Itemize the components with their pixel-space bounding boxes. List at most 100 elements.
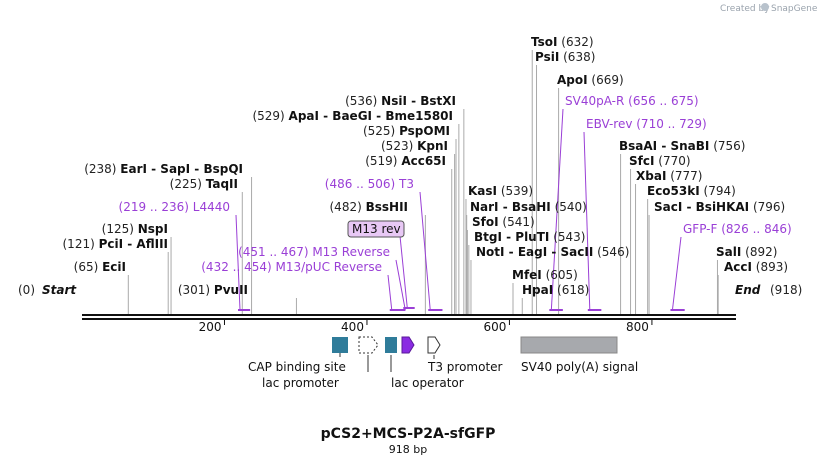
start-name: Start bbox=[42, 283, 77, 297]
site-name: NarI - BsaHI bbox=[470, 200, 551, 214]
primer-label-m13puc[interactable]: (432 .. 454) M13/pUC Reverse bbox=[201, 260, 382, 274]
site-position: (540) bbox=[551, 200, 587, 214]
primer-label-t3[interactable]: (486 .. 506) T3 bbox=[325, 177, 414, 191]
site-text: AccI (893) bbox=[724, 260, 788, 274]
site-text: (525) PspOMI bbox=[363, 124, 450, 138]
site-label-pcii[interactable]: (121) PciI - AflIII bbox=[63, 237, 169, 251]
site-position: (529) bbox=[252, 109, 288, 123]
site-name: PsiI bbox=[535, 50, 559, 64]
primer-label-sv40pa[interactable]: SV40pA-R (656 .. 675) bbox=[565, 94, 699, 108]
primer-marks bbox=[235, 108, 685, 311]
site-text: KasI (539) bbox=[468, 184, 533, 198]
site-position: (523) bbox=[381, 139, 417, 153]
primer-text: (451 .. 467) M13 Reverse bbox=[238, 245, 390, 259]
site-name: SacI - BsiHKAI bbox=[654, 200, 749, 214]
backbone bbox=[82, 314, 736, 320]
site-label-noti[interactable]: NotI - EagI - SacII (546) bbox=[476, 245, 629, 259]
primer-arrow-icon bbox=[401, 336, 415, 354]
primer-range: (710 .. 729) bbox=[632, 117, 706, 131]
site-label-btgi[interactable]: BtgI - PluTI (543) bbox=[474, 230, 585, 244]
primer-line-sv40pa bbox=[550, 108, 564, 311]
site-position: (605) bbox=[542, 268, 578, 282]
site-label-sfoi[interactable]: SfoI (541) bbox=[472, 215, 535, 229]
site-label-taqii[interactable]: (225) TaqII bbox=[170, 177, 238, 191]
site-name: Eco53kI bbox=[647, 184, 700, 198]
site-label-eco53ki[interactable]: Eco53kI (794) bbox=[647, 184, 736, 198]
primer-label-ebv[interactable]: EBV-rev (710 .. 729) bbox=[586, 117, 707, 131]
site-text: (225) TaqII bbox=[170, 177, 238, 191]
primer-label-l4440[interactable]: (219 .. 236) L4440 bbox=[119, 200, 230, 214]
site-text: (529) ApaI - BaeGI - Bme1580I bbox=[252, 109, 453, 123]
primer-range: (432 .. 454) bbox=[201, 260, 275, 274]
primer-label-m13r[interactable]: M13 rev bbox=[347, 220, 405, 238]
primer-line-m13r bbox=[399, 235, 408, 309]
site-label-nari[interactable]: NarI - BsaHI (540) bbox=[470, 200, 587, 214]
site-position: (669) bbox=[588, 73, 624, 87]
site-label-psii[interactable]: PsiI (638) bbox=[535, 50, 595, 64]
primer-name: M13/pUC Reverse bbox=[276, 260, 383, 274]
site-text: TsoI (632) bbox=[531, 35, 594, 49]
feature-label-sv40: SV40 poly(A) signal bbox=[521, 360, 638, 374]
site-name: EciI bbox=[102, 260, 126, 274]
site-label-sfci[interactable]: SfcI (770) bbox=[629, 154, 691, 168]
site-label-acc65i[interactable]: (519) Acc65I bbox=[365, 154, 446, 168]
site-label-bsshii[interactable]: (482) BssHII bbox=[330, 200, 409, 214]
site-label-hpai[interactable]: HpaI (618) bbox=[522, 283, 589, 297]
site-text: SacI - BsiHKAI (796) bbox=[654, 200, 785, 214]
site-text: SfoI (541) bbox=[472, 215, 535, 229]
site-name: PciI - AflIII bbox=[99, 237, 168, 251]
primer-name: GFP-F bbox=[683, 222, 718, 236]
primer-text: (219 .. 236) L4440 bbox=[119, 200, 230, 214]
site-position: (777) bbox=[666, 169, 702, 183]
site-label-tsoi[interactable]: TsoI (632) bbox=[531, 35, 594, 49]
t3-promoter-arrow-icon bbox=[427, 336, 441, 354]
site-position: (65) bbox=[74, 260, 102, 274]
site-position: (794) bbox=[700, 184, 736, 198]
site-label-mfei[interactable]: MfeI (605) bbox=[512, 268, 578, 282]
credit-brand: SnapGene bbox=[771, 4, 818, 14]
site-label-pvuii[interactable]: (301) PvuII bbox=[178, 283, 248, 297]
site-text: SalI (892) bbox=[716, 245, 777, 259]
site-text: NotI - EagI - SacII (546) bbox=[476, 245, 629, 259]
site-label-acci[interactable]: AccI (893) bbox=[724, 260, 788, 274]
site-text: SfcI (770) bbox=[629, 154, 691, 168]
site-name: MfeI bbox=[512, 268, 542, 282]
site-name: NotI - EagI - SacII bbox=[476, 245, 593, 259]
site-text: NarI - BsaHI (540) bbox=[470, 200, 587, 214]
primer-label-m13rev[interactable]: (451 .. 467) M13 Reverse bbox=[238, 245, 390, 259]
site-label-saci[interactable]: SacI - BsiHKAI (796) bbox=[654, 200, 785, 214]
site-name: EarI - SapI - BspQI bbox=[120, 162, 243, 176]
lac-operator-box bbox=[385, 337, 397, 353]
site-label-apoi[interactable]: ApoI (669) bbox=[557, 73, 624, 87]
site-name: PvuII bbox=[214, 283, 248, 297]
site-label-kasi[interactable]: KasI (539) bbox=[468, 184, 533, 198]
primer-name: M13 rev bbox=[352, 222, 401, 236]
site-text: XbaI (777) bbox=[636, 169, 703, 183]
site-name: HpaI bbox=[522, 283, 553, 297]
primer-range: (486 .. 506) bbox=[325, 177, 399, 191]
primer-line-l4440 bbox=[235, 214, 241, 311]
site-text: (536) NsiI - BstXI bbox=[345, 94, 456, 108]
site-label-pspomi[interactable]: (525) PspOMI bbox=[363, 124, 450, 138]
site-name: BtgI - PluTI bbox=[474, 230, 549, 244]
site-label-nsii[interactable]: (536) NsiI - BstXI bbox=[345, 94, 456, 108]
primer-text: (486 .. 506) T3 bbox=[325, 177, 414, 191]
primer-range: (656 .. 675) bbox=[624, 94, 698, 108]
site-label-bsaai[interactable]: BsaAI - SnaBI (756) bbox=[619, 139, 745, 153]
site-label-xbai[interactable]: XbaI (777) bbox=[636, 169, 703, 183]
site-label-sali[interactable]: SalI (892) bbox=[716, 245, 777, 259]
site-label-ecii[interactable]: (65) EciI bbox=[74, 260, 126, 274]
ruler-tick-label: 600 bbox=[484, 320, 507, 334]
site-name: NsiI - BstXI bbox=[381, 94, 456, 108]
site-label-eari[interactable]: (238) EarI - SapI - BspQI bbox=[84, 162, 243, 176]
primer-label-gfpf[interactable]: GFP-F (826 .. 846) bbox=[683, 222, 792, 236]
site-position: (770) bbox=[654, 154, 690, 168]
site-label-apai[interactable]: (529) ApaI - BaeGI - Bme1580I bbox=[252, 109, 453, 123]
ruler-tick-label: 800 bbox=[626, 320, 649, 334]
site-label-nspi[interactable]: (125) NspI bbox=[102, 222, 168, 236]
site-label-kpni[interactable]: (523) KpnI bbox=[381, 139, 448, 153]
site-name: KpnI bbox=[417, 139, 448, 153]
site-text: HpaI (618) bbox=[522, 283, 589, 297]
